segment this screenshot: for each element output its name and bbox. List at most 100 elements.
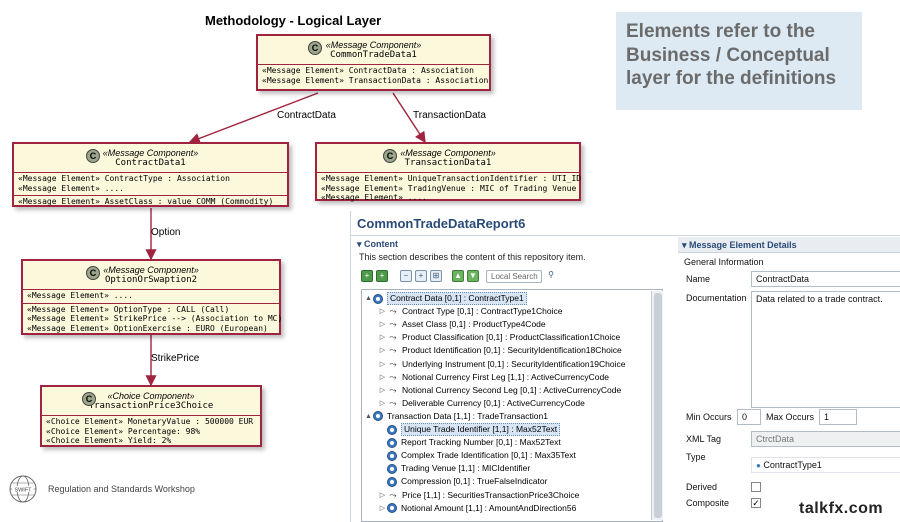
tree-row[interactable]: ▷ Notional Amount [1,1] : AmountAndDirect… bbox=[362, 502, 576, 515]
stereotype: «Message Component» bbox=[103, 265, 199, 275]
collapsed-twisty-icon[interactable]: ▷ bbox=[379, 321, 386, 329]
tree-row[interactable]: ▷⤳Product Classification [0,1] : Product… bbox=[362, 331, 620, 344]
attributes: «Message Element» ContractData : Associa… bbox=[258, 65, 489, 87]
tree-row[interactable]: ▷⤳Price [1,1] : SecuritiesTransactionPri… bbox=[362, 489, 580, 502]
tree-row[interactable]: Unique Trade Identifier [1,1] : Max52Tex… bbox=[362, 423, 561, 436]
collapse-all-icon[interactable]: − bbox=[400, 270, 412, 282]
uml-box-transactiondata1: C «Message Component» TransactionData1 «… bbox=[315, 142, 581, 202]
xml-tag-field[interactable]: CtrctData bbox=[751, 431, 900, 447]
repository-editor: CommonTradeDataReport6 ▾ Content This se… bbox=[350, 211, 900, 522]
tree-row-label: Notional Currency First Leg [1,1] : Acti… bbox=[402, 371, 609, 382]
move-down-icon[interactable]: ▼ bbox=[467, 270, 479, 282]
tree-row[interactable]: ▷⤳ Deliverable Currency [0,1] : ActiveCur… bbox=[362, 397, 585, 410]
tree-row-label: Product Identification [0,1] : SecurityI… bbox=[402, 345, 622, 356]
add-element-icon[interactable]: + bbox=[361, 270, 373, 282]
attributes: «Message Element» UniqueTransactionIdent… bbox=[317, 173, 581, 205]
attribute-line: «Message Element» .... bbox=[321, 193, 427, 202]
uml-header: C «Message Component» ContractData1 bbox=[14, 144, 287, 173]
collapsed-twisty-icon[interactable]: ▷ bbox=[379, 347, 386, 355]
attribute-line: «Choice Element» Percentage: 98% bbox=[46, 426, 201, 436]
diagram-title: Methodology - Logical Layer bbox=[205, 13, 382, 28]
collapsed-twisty-icon[interactable]: ▷ bbox=[379, 491, 386, 499]
tree-row[interactable]: Trading Venue [1,1] : MICIdentifier bbox=[362, 462, 530, 475]
tree-row[interactable]: ▷⤳ Asset Class [0,1] : ProductType4Code bbox=[362, 318, 546, 331]
collapsed-twisty-icon[interactable]: ▷ bbox=[379, 334, 386, 342]
callout-line: Business / Conceptual bbox=[626, 44, 830, 66]
min-occurs-field[interactable]: 0 bbox=[737, 409, 761, 425]
message-element-icon bbox=[387, 424, 397, 435]
message-element-icon bbox=[373, 411, 383, 422]
add-child-icon[interactable]: + bbox=[376, 270, 388, 282]
type-field[interactable]: ● ContractType1 bbox=[751, 457, 900, 473]
attribute-line: «Message Element» ContractType : Associa… bbox=[18, 174, 230, 183]
composite-checkbox[interactable]: ✓ bbox=[751, 498, 761, 508]
message-element-icon bbox=[373, 293, 383, 304]
collapsed-twisty-icon[interactable]: ▷ bbox=[379, 386, 386, 394]
tree-row-label: Notional Amount [1,1] : AmountAndDirecti… bbox=[401, 502, 577, 513]
documentation-field[interactable]: Data related to a trade contract. bbox=[751, 291, 900, 408]
uml-box-optionorswaption2: C «Message Component» OptionOrSwaption2 … bbox=[21, 259, 282, 335]
content-description: This section describes the content of th… bbox=[359, 252, 586, 262]
name-field[interactable]: ContractData bbox=[751, 271, 900, 287]
tree-row[interactable]: ▲ Contract Data [0,1] : ContractType1 bbox=[362, 292, 527, 305]
tree-row[interactable]: Compression [0,1] : TrueFalseIndicator bbox=[362, 475, 547, 488]
expanded-twisty-icon[interactable]: ▲ bbox=[365, 412, 372, 420]
content-section-header[interactable]: ▾ Content bbox=[357, 239, 398, 250]
collapsed-twisty-icon[interactable]: ▷ bbox=[379, 504, 386, 512]
watermark: talkfx.com bbox=[799, 500, 884, 517]
component-name: TransactionPrice3Choice bbox=[88, 401, 214, 411]
attribute-line: «Message Element» AssetClass : value COM… bbox=[18, 197, 274, 206]
collapsed-twisty-icon[interactable]: ▷ bbox=[379, 373, 386, 381]
tree-row[interactable]: Report Tracking Number [0,1] : Max52Text bbox=[362, 436, 561, 449]
component-name: TransactionData1 bbox=[404, 158, 492, 168]
tree-scrollbar[interactable] bbox=[651, 291, 663, 520]
tree-row[interactable]: ▷⤳Product Identification [0,1] : Securit… bbox=[362, 344, 622, 357]
tree-row-label: Trading Venue [1,1] : MICIdentifier bbox=[401, 463, 531, 474]
footer-text: Regulation and Standards Workshop bbox=[48, 484, 195, 494]
callout-line: Elements refer to the bbox=[626, 21, 815, 42]
tree-row-label: Contract Type [0,1] : ContractType1Choic… bbox=[402, 306, 563, 317]
general-info-label: General Information bbox=[684, 257, 764, 267]
xml-tag-label: XML Tag bbox=[686, 434, 722, 444]
collapsed-twisty-icon[interactable]: ▷ bbox=[379, 399, 386, 407]
uml-box-transactionprice3choice: C «Choice Component» TransactionPrice3Ch… bbox=[40, 385, 262, 447]
details-header-label: Message Element Details bbox=[689, 240, 797, 250]
uml-header: C «Message Component» OptionOrSwaption2 bbox=[23, 261, 279, 290]
tree-row-label: Deliverable Currency [0,1] : ActiveCurre… bbox=[402, 397, 585, 408]
tree-row-label: Asset Class [0,1] : ProductType4Code bbox=[402, 319, 546, 330]
attributes: «Message Element» ContractType : Associa… bbox=[14, 173, 287, 195]
collapsed-twisty-icon[interactable]: ▷ bbox=[379, 360, 386, 368]
tree-row-label: Contract Data [0,1] : ContractType1 bbox=[387, 292, 527, 305]
association-icon: ⤳ bbox=[389, 319, 397, 330]
tree-row[interactable]: ▷⤳Contract Type [0,1] : ContractType1Cho… bbox=[362, 305, 563, 318]
tree-row-label: Underlying Instrument [0,1] : SecurityId… bbox=[402, 358, 626, 369]
class-badge-icon: C bbox=[82, 392, 96, 406]
stereotype: «Message Component» bbox=[325, 40, 422, 50]
tree-row[interactable]: ▷⤳Underlying Instrument [0,1] : Security… bbox=[362, 358, 626, 371]
collapse-triangle-icon: ▾ bbox=[357, 239, 362, 249]
tree-row[interactable]: ▷⤳Notional Currency Second Leg [0,1] : A… bbox=[362, 384, 621, 397]
local-search-input[interactable]: Local Search bbox=[486, 269, 542, 283]
collapsed-twisty-icon[interactable]: ▷ bbox=[379, 308, 386, 316]
derived-checkbox[interactable] bbox=[751, 482, 761, 492]
search-icon[interactable]: ⚲ bbox=[548, 270, 554, 279]
tree-row[interactable]: Complex Trade Identification [0,1] : Max… bbox=[362, 449, 576, 462]
edge-label-option: Option bbox=[151, 227, 181, 238]
content-tree: ▲Contract Data [0,1] : ContractType1▷⤳Co… bbox=[361, 289, 663, 522]
scrollbar-thumb[interactable] bbox=[654, 293, 662, 518]
tree-row-label: Report Tracking Number [0,1] : Max52Text bbox=[401, 437, 561, 448]
attribute-line: «Message Element» ContractData : Associa… bbox=[262, 66, 474, 75]
message-element-icon bbox=[387, 476, 397, 487]
attributes: «Message Element» .... bbox=[23, 290, 279, 303]
expanded-twisty-icon[interactable]: ▲ bbox=[365, 295, 372, 302]
move-up-icon[interactable]: ▲ bbox=[452, 270, 464, 282]
attribute-line: «Choice Element» Yield: 2% bbox=[46, 436, 172, 445]
tree-row[interactable]: ▷⤳Notional Currency First Leg [1,1] : Ac… bbox=[362, 371, 609, 384]
max-occurs-field[interactable]: 1 bbox=[819, 409, 857, 425]
tree-row[interactable]: ▲Transaction Data [1,1] : TradeTransacti… bbox=[362, 410, 548, 423]
expand-all-icon[interactable]: + bbox=[415, 270, 427, 282]
class-badge-icon: C bbox=[383, 149, 397, 163]
expand-icon[interactable]: ⊞ bbox=[430, 270, 442, 282]
association-icon: ⤳ bbox=[389, 397, 397, 408]
